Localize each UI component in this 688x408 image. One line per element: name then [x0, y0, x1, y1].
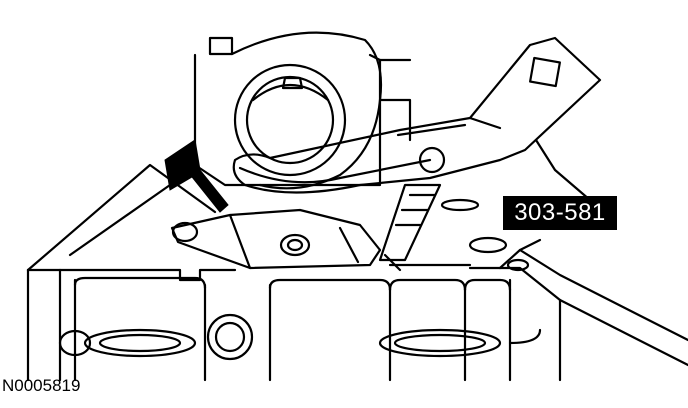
valve-spring-compressor [232, 36, 602, 202]
figure-id: N0005819 [2, 376, 81, 395]
arrow-icon [164, 139, 229, 213]
plunger-rod [378, 146, 446, 272]
roller-follower [170, 208, 382, 270]
tool-number-label: 303-581 [503, 196, 617, 230]
cylinder-head [26, 163, 688, 382]
camshaft-bearing [193, 31, 412, 190]
